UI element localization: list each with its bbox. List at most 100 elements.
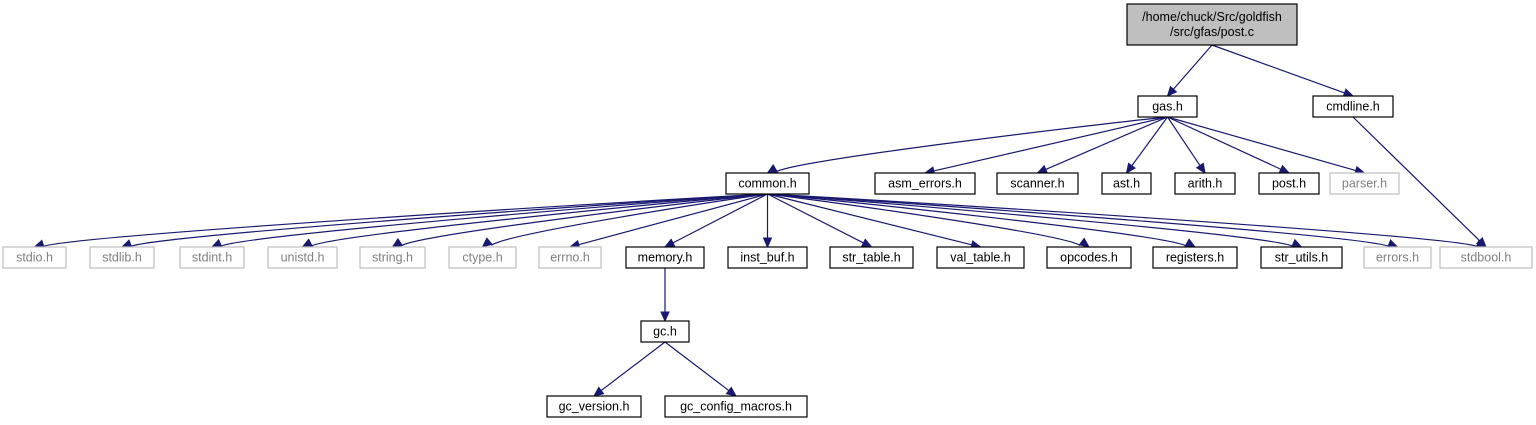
node-str-table[interactable]: str_table.h xyxy=(829,246,914,269)
node-registers[interactable]: registers.h xyxy=(1152,246,1238,269)
arrowhead-icon xyxy=(660,311,670,323)
arrowhead-icon xyxy=(1125,162,1136,174)
node-memory[interactable]: memory.h xyxy=(625,246,705,269)
node-box xyxy=(1174,172,1236,195)
edge-line xyxy=(130,193,768,247)
node-box xyxy=(1312,95,1394,118)
node-box xyxy=(1137,95,1198,118)
node-box xyxy=(1260,246,1343,269)
edge-line xyxy=(767,193,1293,247)
node-label: ctype.h xyxy=(462,251,502,265)
node-box xyxy=(1258,172,1320,195)
node-post[interactable]: post.h xyxy=(1258,172,1320,195)
edge-gas-to-parser xyxy=(1167,116,1366,175)
node-label: str_utils.h xyxy=(1275,251,1329,265)
node-label: parser.h xyxy=(1342,177,1387,191)
edge-line xyxy=(1211,44,1345,94)
arrowhead-icon xyxy=(593,386,605,397)
edge-line xyxy=(1167,116,1357,172)
node-asm-errors[interactable]: asm_errors.h xyxy=(874,172,976,195)
arrowhead-icon xyxy=(301,238,314,248)
node-label: /home/chuck/Src/goldfish xyxy=(1142,10,1282,24)
node-gc[interactable]: gc.h xyxy=(640,320,690,343)
node-box xyxy=(1046,246,1132,269)
node-label: val_table.h xyxy=(950,251,1011,265)
node-box xyxy=(725,172,810,195)
node-box xyxy=(829,246,914,269)
edge-line xyxy=(933,116,1168,172)
node-label: stdlib.h xyxy=(102,251,142,265)
arrowhead-icon xyxy=(663,238,676,248)
node-label: arith.h xyxy=(1188,177,1223,191)
arrowhead-icon xyxy=(725,386,737,397)
node-str-utils[interactable]: str_utils.h xyxy=(1260,246,1343,269)
edge-line xyxy=(401,193,768,247)
node-box xyxy=(640,320,690,343)
node-label: string.h xyxy=(372,251,413,265)
edge-gc-to-gc_config_macros xyxy=(664,341,737,397)
node-label: post.h xyxy=(1272,177,1306,191)
edge-line xyxy=(1352,116,1480,242)
arrowhead-icon xyxy=(1278,164,1291,174)
arrowhead-icon xyxy=(1195,162,1206,175)
edge-common-to-inst_buf xyxy=(762,194,773,249)
node-label: asm_errors.h xyxy=(888,177,962,191)
node-stdbool: stdbool.h xyxy=(1439,246,1533,269)
node-common[interactable]: common.h xyxy=(725,172,810,195)
arrowhead-icon xyxy=(1036,164,1049,174)
node-gas[interactable]: gas.h xyxy=(1137,95,1198,118)
edge-gc-to-gc_version xyxy=(593,341,666,397)
node-errors: errors.h xyxy=(1363,246,1432,269)
node-box xyxy=(625,246,705,269)
node-label: stdio.h xyxy=(16,251,53,265)
edge-line xyxy=(767,193,972,246)
node-label: gc_config_macros.h xyxy=(680,400,792,414)
arrowhead-icon xyxy=(1184,238,1197,248)
node-gc-version[interactable]: gc_version.h xyxy=(546,395,642,418)
node-root[interactable]: /home/chuck/Src/goldfish/src/gfas/post.c xyxy=(1126,3,1298,46)
node-label: stdbool.h xyxy=(1461,251,1512,265)
node-parser: parser.h xyxy=(1329,172,1400,195)
edge-line xyxy=(220,193,768,247)
node-errno: errno.h xyxy=(538,246,602,269)
arrowhead-icon xyxy=(1166,85,1178,97)
edge-line xyxy=(1167,116,1282,170)
edge-line xyxy=(664,341,730,392)
arrowhead-icon xyxy=(481,237,493,248)
node-box xyxy=(89,246,155,269)
node-ast[interactable]: ast.h xyxy=(1101,172,1152,195)
edge-line xyxy=(767,193,1478,247)
node-label: stdint.h xyxy=(192,251,232,265)
node-box xyxy=(1152,246,1238,269)
node-opcodes[interactable]: opcodes.h xyxy=(1046,246,1132,269)
arrowhead-icon xyxy=(766,164,779,174)
node-string: string.h xyxy=(359,246,426,269)
node-box xyxy=(546,395,642,418)
edge-line xyxy=(767,193,1081,247)
node-label: scanner.h xyxy=(1010,177,1064,191)
node-scanner[interactable]: scanner.h xyxy=(996,172,1079,195)
node-inst-buf[interactable]: inst_buf.h xyxy=(727,246,808,269)
node-gc-config-macros[interactable]: gc_config_macros.h xyxy=(664,395,808,418)
node-box xyxy=(179,246,245,269)
edge-common-to-str_table xyxy=(767,193,873,248)
node-label: errno.h xyxy=(550,251,590,265)
node-label: common.h xyxy=(738,177,796,191)
edge-line xyxy=(578,193,768,246)
node-arith[interactable]: arith.h xyxy=(1174,172,1236,195)
node-box xyxy=(664,395,808,418)
edge-line xyxy=(600,341,666,392)
node-box xyxy=(2,246,67,269)
node-cmdline[interactable]: cmdline.h xyxy=(1312,95,1394,118)
edge-line xyxy=(490,193,768,246)
edge-line xyxy=(767,193,864,244)
node-label: memory.h xyxy=(638,251,693,265)
node-box xyxy=(874,172,976,195)
edge-line xyxy=(672,193,768,244)
node-label: errors.h xyxy=(1376,251,1419,265)
node-val-table[interactable]: val_table.h xyxy=(936,246,1025,269)
edge-memory-to-gc xyxy=(660,268,670,323)
node-unistd: unistd.h xyxy=(267,246,338,269)
edge-common-to-stdint xyxy=(210,193,768,248)
